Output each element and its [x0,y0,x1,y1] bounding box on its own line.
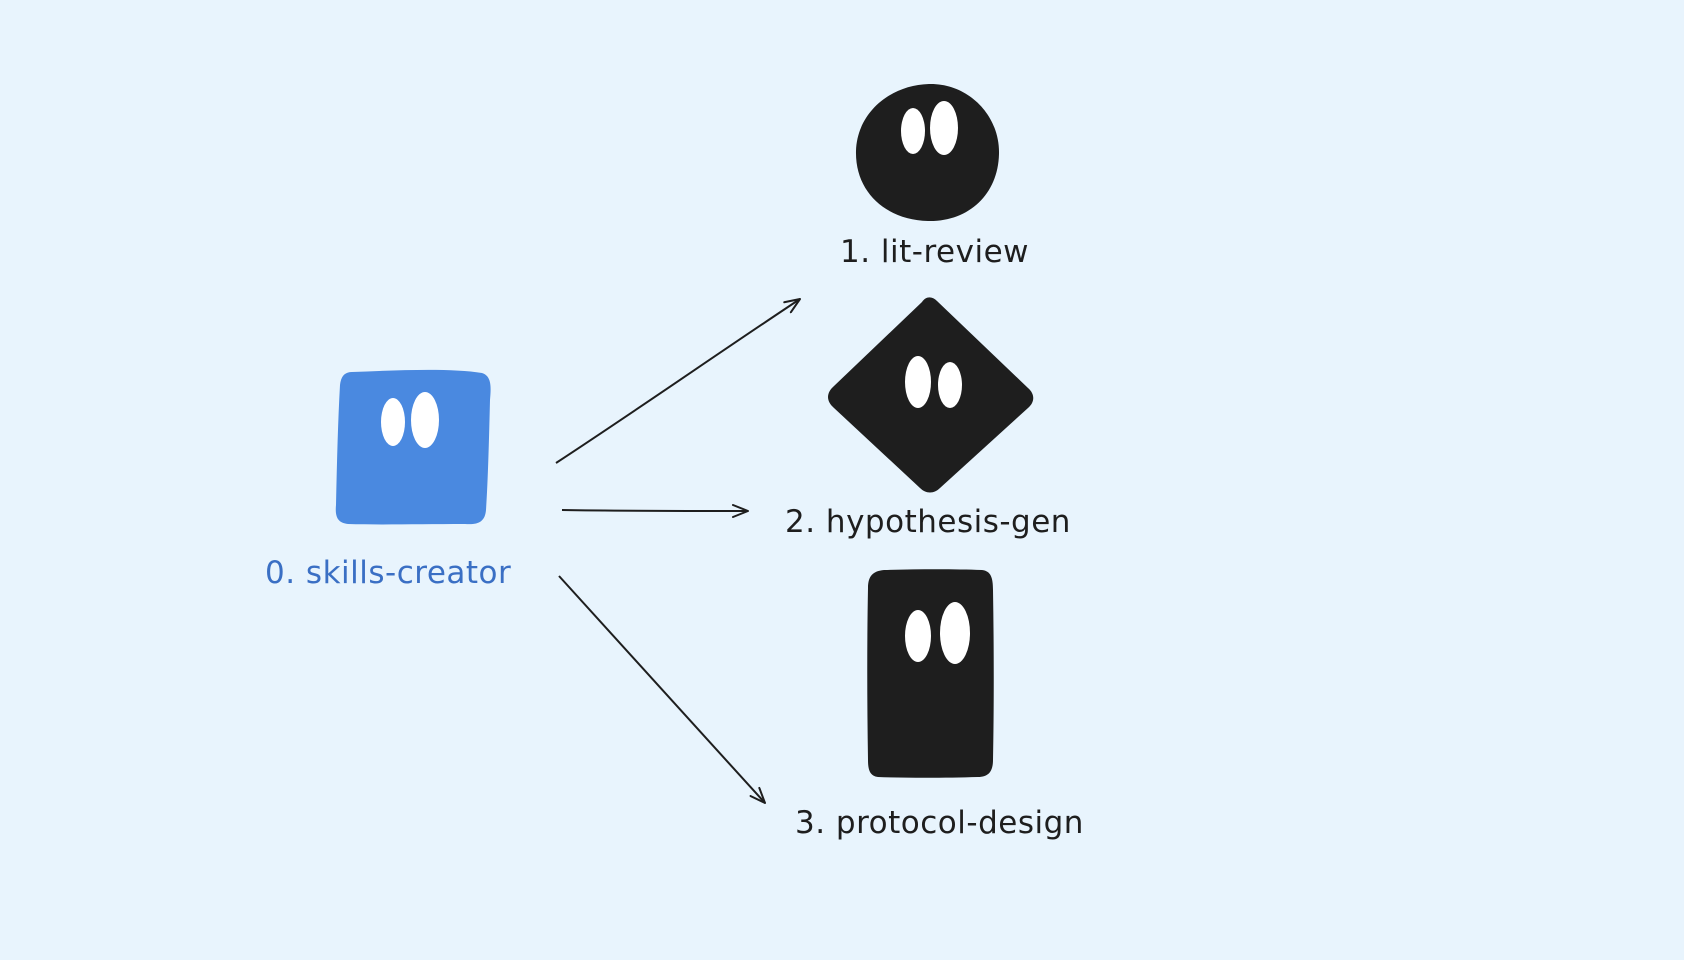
arrow-to-hypothesis-gen [561,503,749,518]
node-lit-review[interactable] [855,83,1000,222]
creator-body [335,369,491,525]
hypothesis-gen-label: 2. hypothesis-gen [785,504,1071,540]
protocol-design-body [867,569,994,778]
protocol-design-label: 3. protocol-design [795,805,1084,841]
lit-review-label: 1. lit-review [840,234,1029,270]
creator-label: 0. skills-creator [265,555,511,591]
hypothesis-gen-body [828,297,1034,493]
protocol-design-right-eye-icon [940,602,970,664]
arrow-to-lit-review [555,298,801,464]
node-protocol-design[interactable] [867,569,994,778]
lit-review-left-eye-icon [901,108,925,154]
hypothesis-gen-right-eye-icon [938,362,962,408]
lit-review-right-eye-icon [930,101,958,155]
node-hypothesis-gen[interactable] [828,297,1034,493]
hypothesis-gen-left-eye-icon [905,356,931,408]
protocol-design-left-eye-icon [905,610,931,662]
arrow-to-protocol-design [558,575,766,804]
lit-review-body [855,83,1000,222]
creator-right-eye-icon [411,392,439,448]
node-skills-creator[interactable] [335,369,491,525]
creator-left-eye-icon [381,398,405,446]
